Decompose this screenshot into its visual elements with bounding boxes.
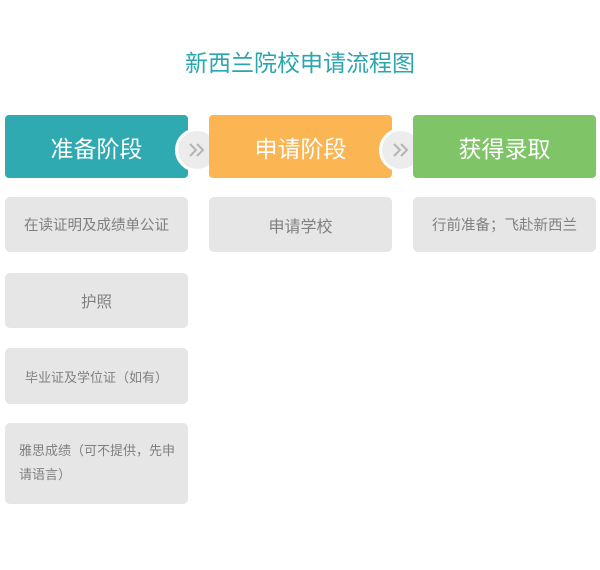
step-card: 在读证明及成绩单公证: [5, 197, 188, 252]
stage-preparation: 准备阶段: [5, 115, 188, 178]
step-card: 雅思成绩（可不提供，先申请语言）: [5, 423, 188, 504]
stage-label: 申请阶段: [254, 136, 347, 163]
step-card: 护照: [5, 273, 188, 328]
diagram-title: 新西兰院校申请流程图: [185, 51, 415, 77]
step-card: 毕业证及学位证（如有）: [5, 348, 188, 404]
step-card-text: 护照: [80, 292, 112, 311]
step-card: 申请学校: [209, 197, 392, 252]
step-card-text: 雅思成绩（可不提供，先申请语言）: [19, 443, 176, 483]
step-card-text: 申请学校: [268, 216, 333, 236]
stage-admission: 获得录取: [413, 115, 596, 178]
step-card-text: 毕业证及学位证（如有）: [24, 370, 168, 386]
step-card-text: 在读证明及成绩单公证: [24, 218, 169, 234]
double-chevron-right-icon: [393, 143, 409, 157]
stage-label: 准备阶段: [50, 136, 143, 163]
step-card-text: 行前准备；飞赴新西兰: [432, 218, 577, 234]
step-card: 行前准备；飞赴新西兰: [413, 197, 596, 252]
stage-application: 申请阶段: [209, 115, 392, 178]
stage-label: 获得录取: [458, 136, 551, 163]
double-chevron-right-icon: [189, 143, 205, 157]
